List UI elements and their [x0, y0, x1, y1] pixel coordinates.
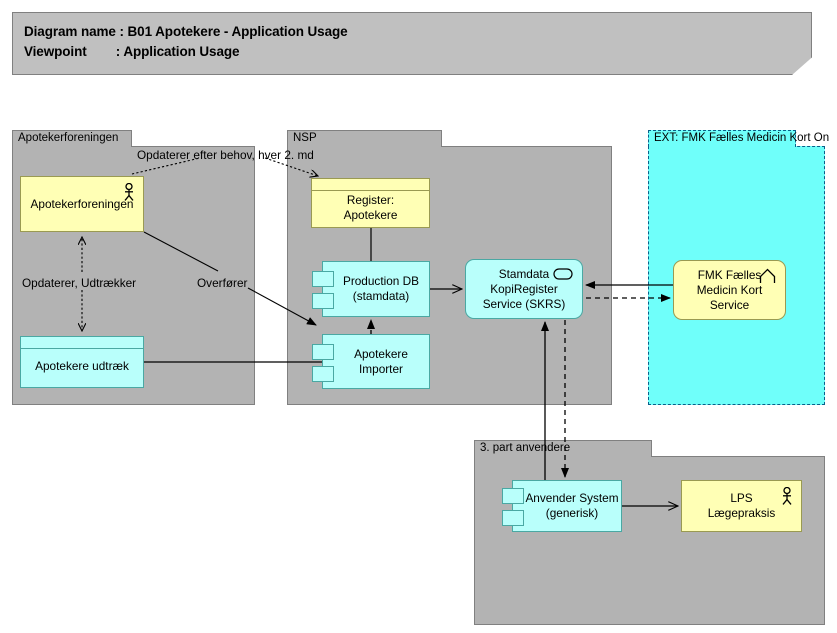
conn-label-opdaterer-udtraekker: Opdaterer, Udtrækker — [22, 276, 137, 290]
diagram-header-note: Diagram name : B01 Apotekere - Applicati… — [12, 12, 812, 75]
component-icon — [502, 488, 524, 504]
conn-label-opdaterer-efter-behov: Opdaterer efter behov, hver 2. md — [137, 148, 314, 162]
group-label-ext-fmk: EXT: FMK Fælles Medicin Kort On — [648, 130, 829, 147]
node-label-apotekerforeningen: Apotekerforeningen — [30, 196, 134, 211]
node-register-apotekere[interactable]: Register: Apotekere — [311, 178, 430, 228]
node-apotekere-udtraek[interactable]: Apotekere udtræk — [20, 336, 144, 388]
node-label-anvender-system: Anvender System(generisk) — [525, 491, 619, 520]
component-icon — [312, 271, 334, 287]
node-anvender-system[interactable]: Anvender System(generisk) — [502, 480, 622, 532]
node-label-register-apotekere: Register: Apotekere — [343, 192, 398, 222]
conn-label-overfoerer: Overfører — [197, 276, 248, 290]
node-label-production-db: Production DB(stamdata) — [342, 274, 420, 303]
viewpoint-line: Viewpoint : Application Usage — [24, 44, 240, 59]
component-icon — [312, 344, 334, 360]
node-production-db[interactable]: Production DB(stamdata) — [312, 261, 430, 317]
node-label-apotekere-udtraek: Apotekere udtræk — [35, 359, 129, 373]
component-icon — [312, 366, 334, 382]
group-label-nsp: NSP — [287, 130, 442, 147]
node-apotekerforeningen[interactable]: Apotekerforeningen — [20, 176, 144, 232]
component-icon — [502, 510, 524, 526]
diagram-name-line: Diagram name : B01 Apotekere - Applicati… — [24, 24, 348, 39]
group-label-apotekerforeningen: Apotekerforeningen — [12, 130, 132, 147]
component-icon — [312, 293, 334, 309]
data-object-icon — [312, 179, 429, 191]
group-label-tredjepart: 3. part anvendere — [474, 440, 652, 457]
data-object-icon — [21, 337, 143, 349]
group-tredjepart-anvendere[interactable]: 3. part anvendere — [474, 440, 825, 625]
